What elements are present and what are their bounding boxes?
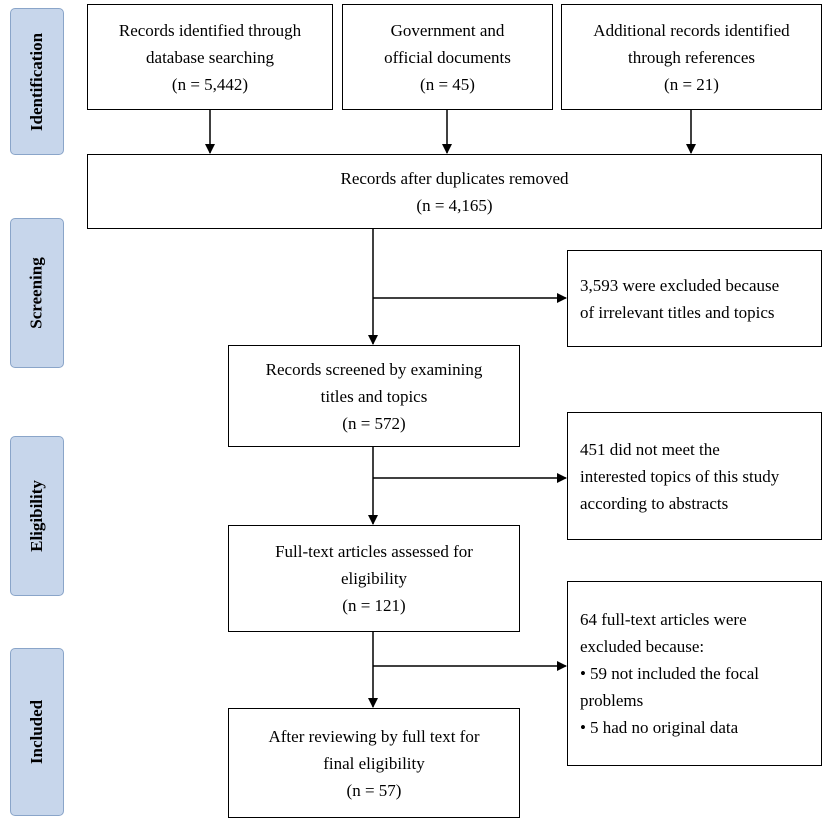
box-text: Government and bbox=[390, 20, 505, 40]
source-references-box: Additional records identified through re… bbox=[561, 4, 822, 110]
bullet-icon: • bbox=[580, 718, 586, 737]
box-text: Full-text articles assessed for bbox=[275, 542, 473, 561]
source-database-box: Records identified through database sear… bbox=[87, 4, 333, 110]
box-text: titles and topics bbox=[320, 386, 428, 406]
box-text: 64 full-text articles were bbox=[580, 610, 747, 629]
box-text: Records screened by examining bbox=[265, 359, 483, 379]
box-text: Records after duplicates removed bbox=[340, 168, 569, 188]
box-count: (n = 121) bbox=[342, 596, 406, 615]
box-text: eligibility bbox=[340, 569, 408, 588]
box-count: (n = 45) bbox=[420, 74, 475, 94]
box-text: Additional records identified bbox=[593, 20, 790, 40]
box-text: final eligibility bbox=[323, 753, 425, 773]
box-count: (n = 21) bbox=[664, 74, 719, 94]
box-count: (n = 57) bbox=[346, 780, 402, 800]
stage-screening: Screening bbox=[10, 218, 64, 368]
box-text: interested topics of this study bbox=[580, 466, 780, 486]
box-text: through references bbox=[628, 47, 755, 67]
duplicates-removed-box: Records after duplicates removed (n = 4,… bbox=[87, 154, 822, 229]
box-count: (n = 5,442) bbox=[171, 74, 249, 94]
box-text: After reviewing by full text for bbox=[268, 726, 480, 746]
box-text: according to abstracts bbox=[580, 493, 729, 513]
stage-identification: Identification bbox=[10, 8, 64, 155]
box-text: official documents bbox=[384, 47, 511, 67]
excluded-abstracts-box: 451 did not meet the interested topics o… bbox=[567, 412, 822, 540]
excluded-fulltext-box: 64 full-text articles were excluded beca… bbox=[567, 581, 822, 766]
box-text: Records identified through bbox=[118, 20, 302, 40]
records-screened-box: Records screened by examining titles and… bbox=[228, 345, 520, 447]
box-text: excluded because: bbox=[580, 637, 705, 656]
box-text: problems bbox=[580, 691, 644, 710]
bullet-icon: • bbox=[580, 664, 586, 683]
box-text: 3,593 were excluded because bbox=[580, 275, 780, 295]
stage-eligibility: Eligibility bbox=[10, 436, 64, 596]
included-final-box: After reviewing by full text for final e… bbox=[228, 708, 520, 818]
bullet-item: • 59 not included the focal bbox=[580, 660, 759, 687]
stage-included: Included bbox=[10, 648, 64, 816]
source-government-box: Government and official documents (n = 4… bbox=[342, 4, 553, 110]
box-count: (n = 572) bbox=[342, 413, 406, 433]
box-text: 5 had no original data bbox=[589, 718, 739, 737]
box-text: 451 did not meet the bbox=[580, 439, 720, 459]
fulltext-assessed-box: Full-text articles assessed for eligibil… bbox=[228, 525, 520, 632]
box-text: of irrelevant titles and topics bbox=[580, 302, 775, 322]
bullet-item: • 5 had no original data bbox=[580, 714, 738, 741]
box-count: (n = 4,165) bbox=[416, 195, 493, 215]
box-text: database searching bbox=[146, 47, 274, 67]
box-text: 59 not included the focal bbox=[589, 664, 759, 683]
excluded-titles-box: 3,593 were excluded because of irrelevan… bbox=[567, 250, 822, 347]
